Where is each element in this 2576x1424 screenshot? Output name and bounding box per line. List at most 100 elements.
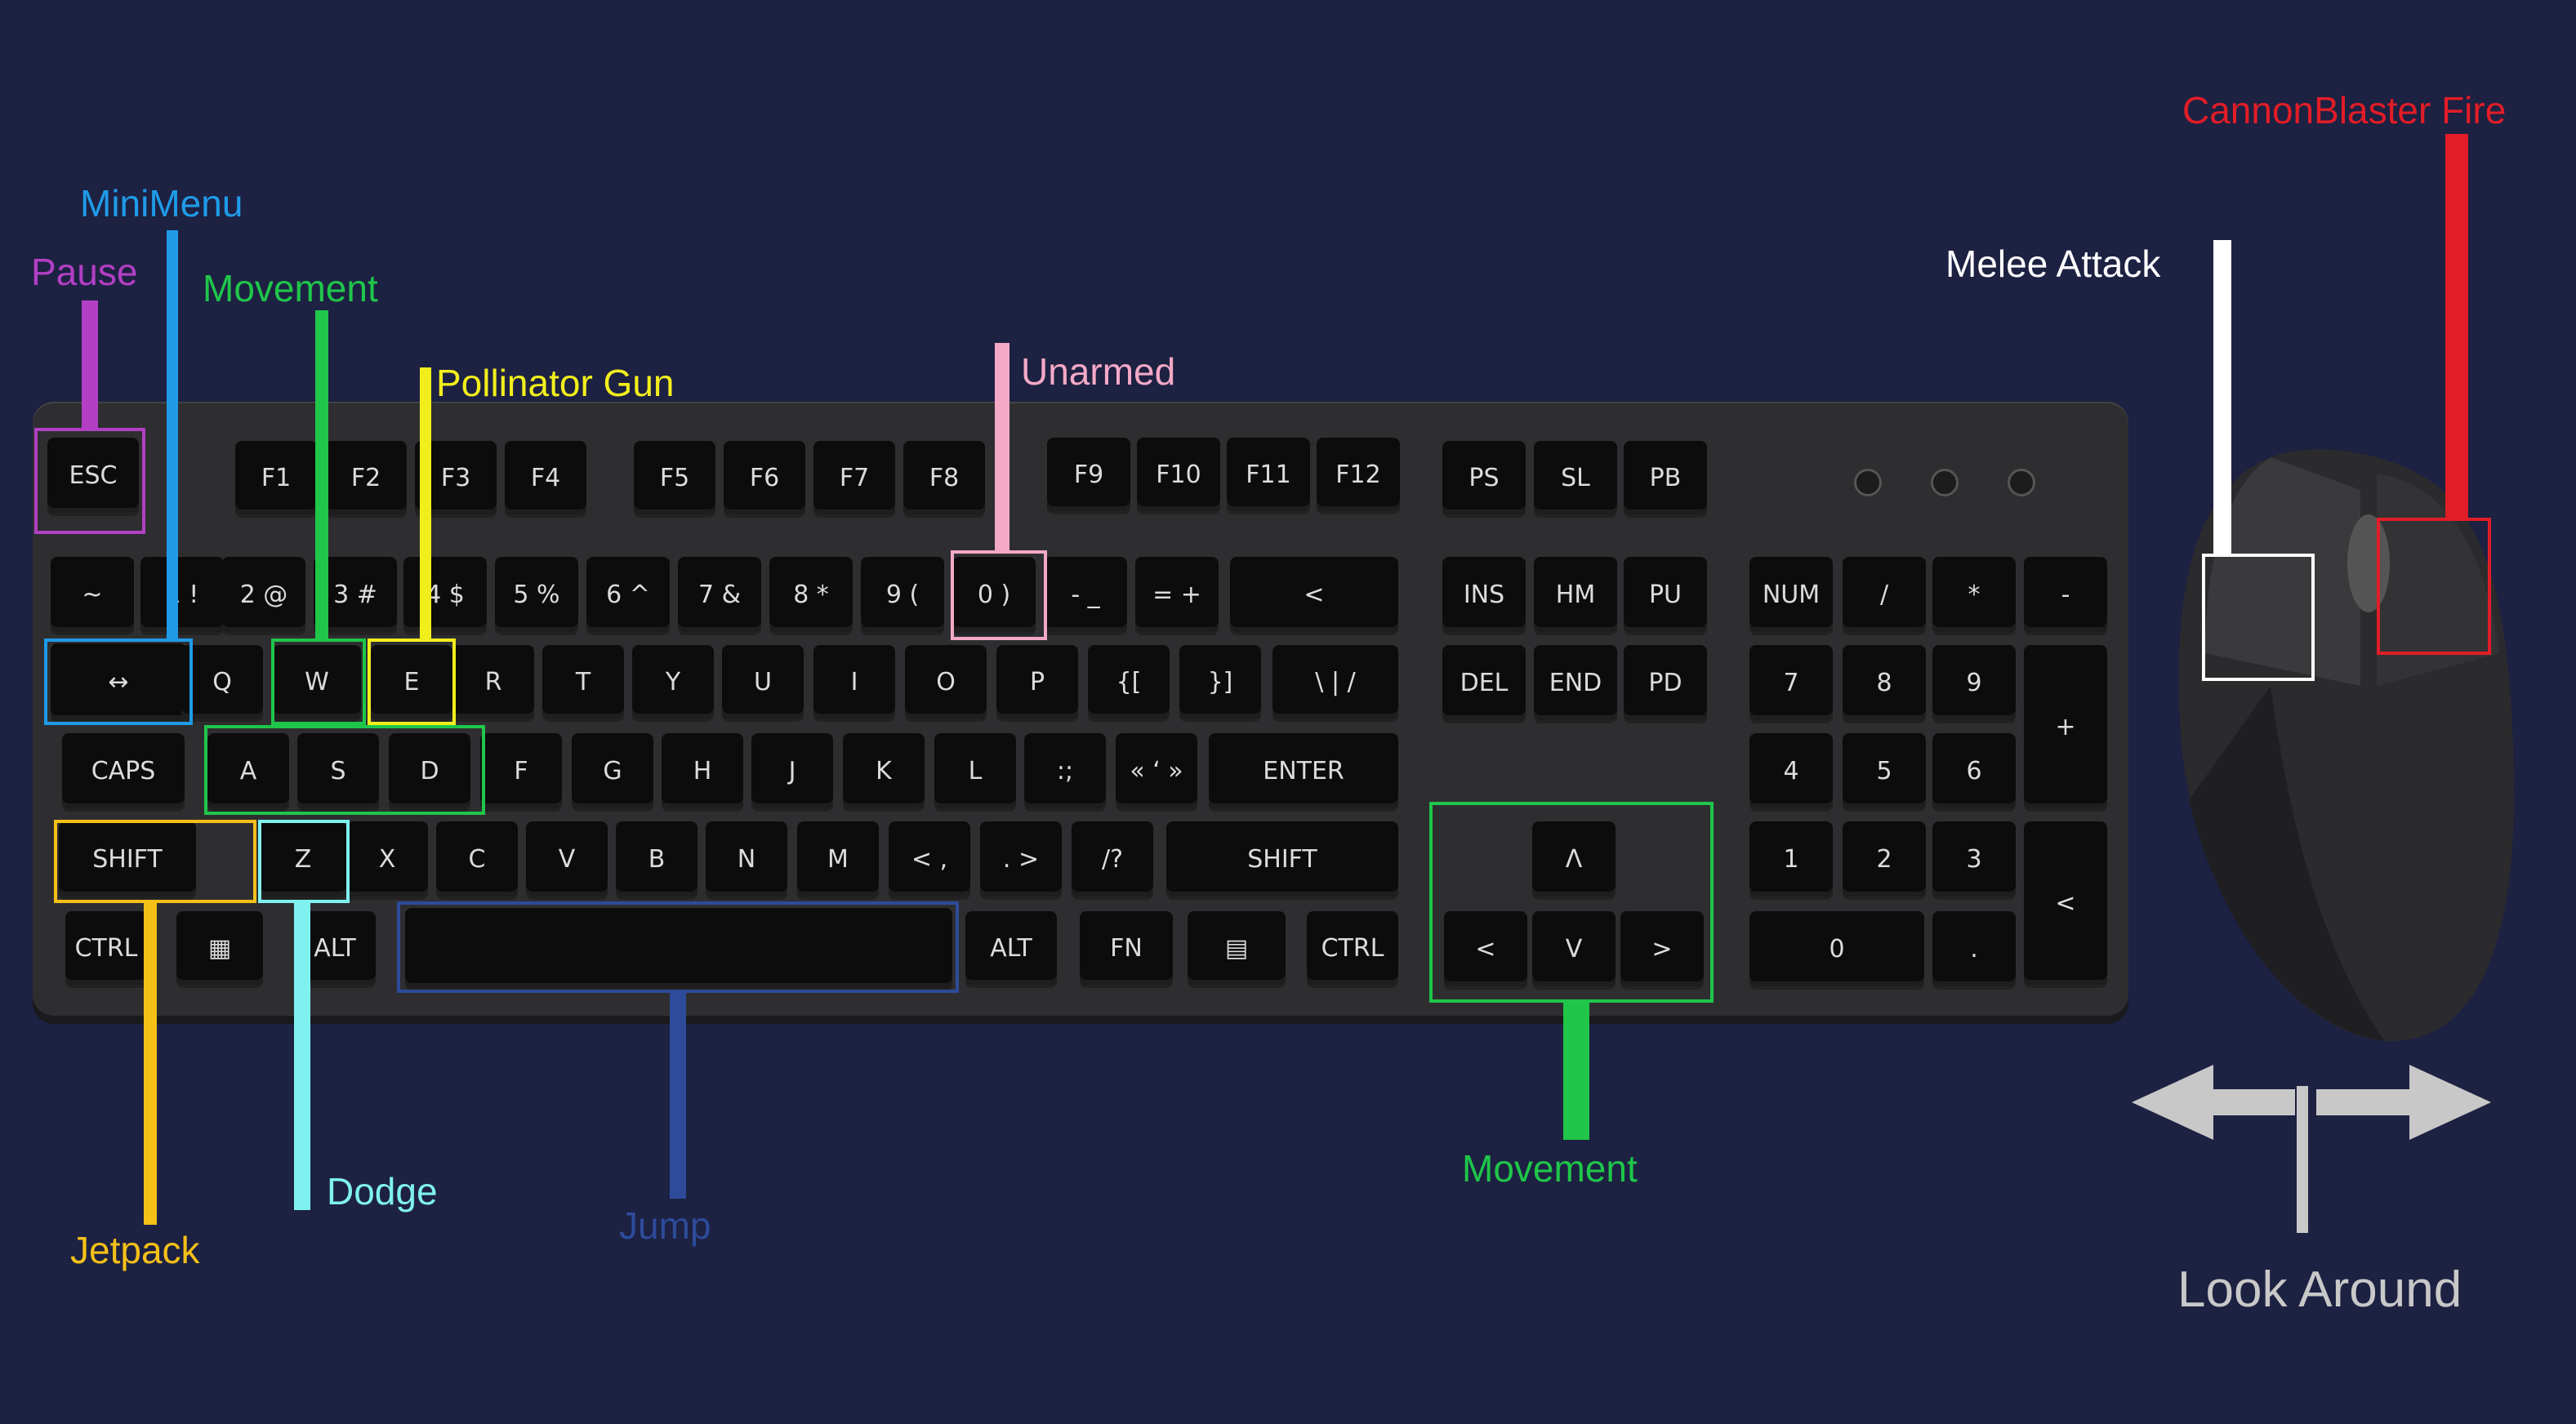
key-left: < <box>1444 911 1527 986</box>
key-slash: /? <box>1072 821 1153 897</box>
key-up: Λ <box>1532 821 1616 897</box>
arrow-right-icon <box>2316 1065 2491 1140</box>
key-n4: 4 $ <box>403 557 487 632</box>
pause-label: Pause <box>31 251 138 293</box>
key-h: H <box>662 733 743 808</box>
key-f: F <box>480 733 562 808</box>
movement-top-leader <box>315 310 328 639</box>
key-n5: 5 % <box>495 557 578 632</box>
key-np3: 3 <box>1932 821 2016 897</box>
movement-asd-highlight <box>204 725 485 815</box>
key-lctrl: CTRL <box>65 911 147 985</box>
key-q: Q <box>181 645 263 719</box>
key-n: N <box>706 821 787 897</box>
key-f4: F4 <box>505 441 586 514</box>
key-j: J <box>751 733 833 808</box>
jump-highlight <box>397 901 959 993</box>
movement-w-highlight <box>271 639 366 725</box>
key-ralt: ALT <box>965 911 1057 985</box>
unarmed-highlight <box>951 550 1047 640</box>
key-npdot: . <box>1932 911 2016 986</box>
key-tilde: ~ <box>51 557 134 632</box>
look-around-arrow <box>2132 1065 2491 1233</box>
mouse-left-button <box>2205 457 2360 686</box>
key-ps: PS <box>1442 441 1526 514</box>
arrow-stem <box>2297 1086 2308 1233</box>
mouse <box>2178 449 2515 1042</box>
key-y: Y <box>632 645 714 719</box>
key-np8: 8 <box>1843 645 1926 720</box>
jump-label: Jump <box>619 1204 711 1247</box>
key-np6: 6 <box>1932 733 2016 808</box>
key-f11: F11 <box>1227 438 1310 511</box>
mouse-right-button <box>2377 474 2499 686</box>
key-caps: CAPS <box>62 733 185 808</box>
key-np0: 0 <box>1749 911 1924 986</box>
key-v: V <box>526 821 608 897</box>
key-f2: F2 <box>325 441 407 514</box>
cannon-highlight <box>2377 518 2491 655</box>
look-label: Look Around <box>2177 1262 2462 1318</box>
key-end: END <box>1534 645 1617 720</box>
key-backspace: < <box>1230 557 1398 632</box>
key-enter: ENTER <box>1209 733 1398 808</box>
key-npslash: / <box>1843 557 1926 632</box>
key-backslash: \ | / <box>1272 645 1398 719</box>
minimenu-highlight <box>44 639 193 725</box>
movement-arrows-highlight <box>1429 802 1714 1003</box>
pollinator-highlight <box>368 639 456 725</box>
key-lbracket: {[ <box>1088 645 1170 719</box>
key-n9: 9 ( <box>861 557 944 632</box>
unarmed-leader <box>995 343 1009 550</box>
key-esc: ESC <box>47 438 139 513</box>
key-p: P <box>996 645 1078 719</box>
key-semicolon: :; <box>1024 733 1106 808</box>
key-r: R <box>452 645 534 719</box>
key-f1: F1 <box>235 441 317 514</box>
indicator-led <box>1931 469 1959 496</box>
key-f9: F9 <box>1047 438 1130 511</box>
pollinator-label: Pollinator Gun <box>436 362 675 404</box>
key-f6: F6 <box>724 441 805 514</box>
key-right: > <box>1620 911 1704 986</box>
key-c: C <box>436 821 518 897</box>
key-rctrl: CTRL <box>1307 911 1398 985</box>
pause-leader <box>82 300 98 428</box>
key-a: A <box>207 733 289 808</box>
key-w: W <box>273 645 361 719</box>
key-npminus: - <box>2024 557 2107 632</box>
key-g: G <box>572 733 653 808</box>
key-np1: 1 <box>1749 821 1833 897</box>
arrow-left-icon <box>2132 1065 2295 1140</box>
key-t: T <box>542 645 624 719</box>
dodge-label: Dodge <box>327 1170 438 1213</box>
unarmed-label: Unarmed <box>1021 350 1176 393</box>
key-f8: F8 <box>903 441 985 514</box>
key-d: D <box>389 733 470 808</box>
pollinator-leader <box>420 367 431 639</box>
key-minus: - _ <box>1044 557 1127 632</box>
key-win: ▦ <box>176 911 263 985</box>
key-equals: = + <box>1135 557 1219 632</box>
key-sl: SL <box>1534 441 1617 514</box>
key-n1: 1 ! <box>140 557 224 632</box>
key-n0: 0 ) <box>952 557 1036 632</box>
jump-leader <box>670 993 686 1199</box>
key-pd: PD <box>1624 645 1707 720</box>
key-del: DEL <box>1442 645 1526 720</box>
key-n7: 7 & <box>678 557 761 632</box>
cannon-label: CannonBlaster Fire <box>2182 89 2507 131</box>
jetpack-leader <box>144 903 157 1225</box>
key-n8: 8 * <box>769 557 853 632</box>
movement-top-label: Movement <box>203 267 378 309</box>
key-npstar: * <box>1932 557 2016 632</box>
mouse-shadow <box>2189 686 2385 1041</box>
key-z: Z <box>260 821 346 897</box>
key-s: S <box>297 733 379 808</box>
key-num: NUM <box>1749 557 1833 632</box>
key-period: . > <box>980 821 1062 897</box>
key-comma: < , <box>889 821 970 897</box>
key-down: V <box>1532 911 1616 986</box>
key-np5: 5 <box>1843 733 1926 808</box>
